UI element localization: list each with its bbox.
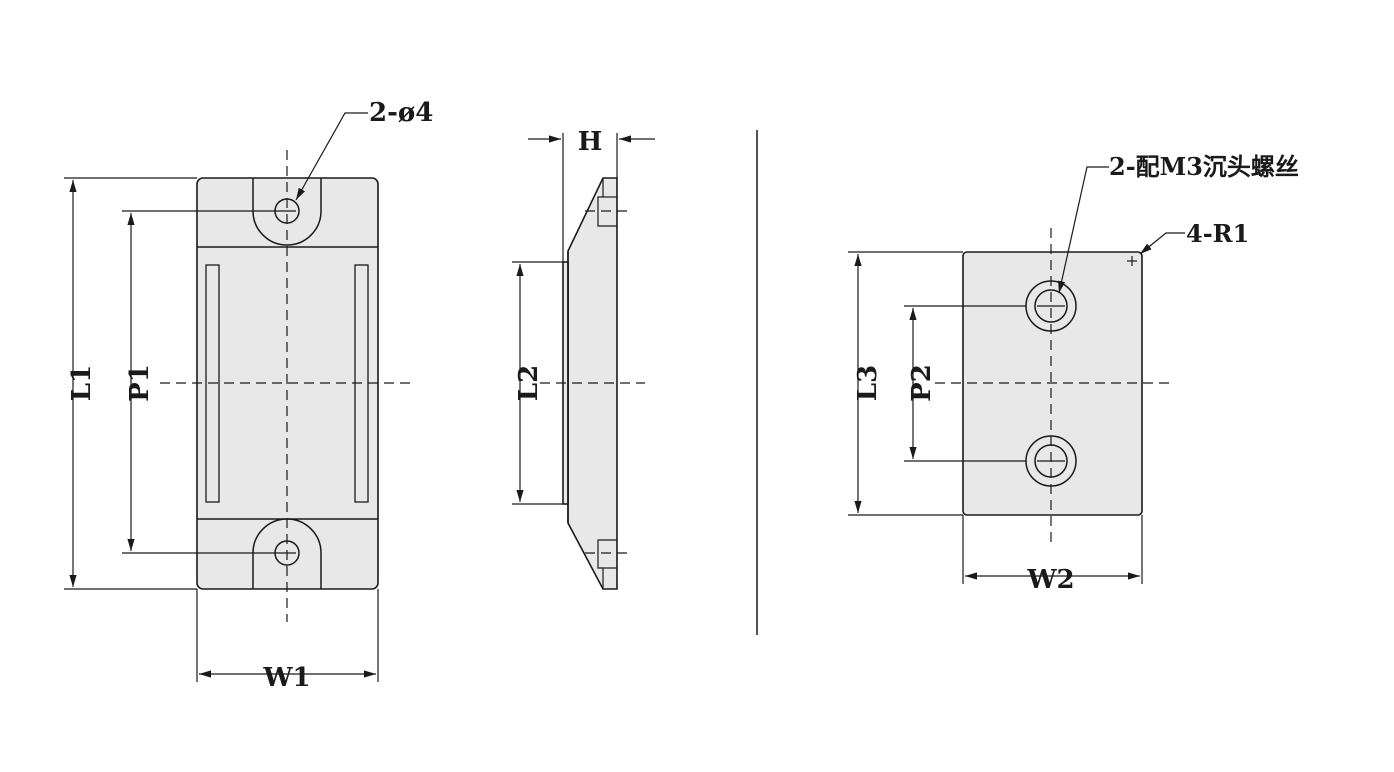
- upper-countersink: [597, 178, 617, 227]
- front-view: L1 P1 W1 2-ø4: [64, 98, 433, 693]
- radius-note-label: 4-R1: [1186, 219, 1249, 248]
- screw-note-label: 2-配M3沉头螺丝: [1109, 152, 1299, 181]
- hole-note-label: 2-ø4: [369, 98, 433, 128]
- lower-countersink: [597, 539, 617, 589]
- L3-label: L3: [853, 365, 883, 401]
- P2-label: P2: [907, 364, 937, 402]
- L1-label: L1: [67, 365, 97, 401]
- W1-label: W1: [262, 663, 310, 693]
- W2-label: W2: [1026, 565, 1074, 595]
- P1-label: P1: [125, 364, 155, 402]
- screw-note-leader: [1058, 166, 1109, 294]
- strike-plate-view: L3 P2 W2 2-配M3沉头螺丝 4-R1: [848, 152, 1299, 595]
- side-view: H L2: [512, 127, 655, 590]
- L2-label: L2: [514, 365, 544, 401]
- hole-note-leader: [295, 112, 368, 201]
- radius-note-leader: [1139, 232, 1185, 255]
- H-label: H: [578, 127, 603, 157]
- top-ear-outline: [252, 178, 322, 246]
